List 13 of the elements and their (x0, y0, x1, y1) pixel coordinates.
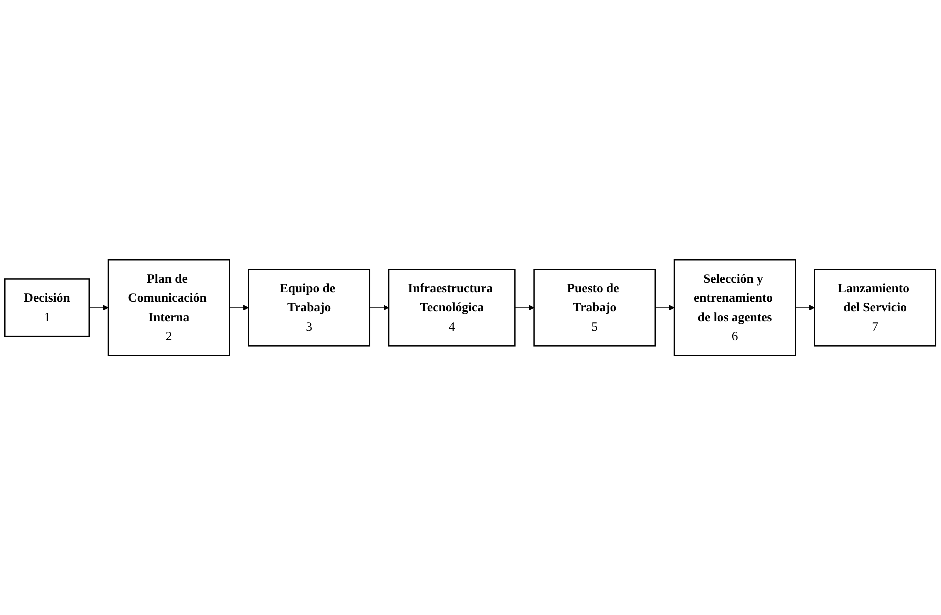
node-box: Puesto de Trabajo 5 (534, 268, 656, 346)
arrow (370, 304, 390, 310)
arrow (795, 304, 816, 310)
arrow (229, 304, 250, 310)
node-box: Infraestructura Tecnológica 4 (388, 268, 516, 346)
node-box: Lanzamiento del Servicio 7 (814, 268, 937, 346)
node-box: Decisión 1 (4, 278, 90, 337)
node-box: Equipo de Trabajo 3 (248, 268, 370, 346)
node-box: Selección y entrenamiento de los agentes 6 (674, 259, 796, 356)
arrow (89, 304, 109, 310)
arrow (514, 304, 535, 310)
arrow (655, 304, 675, 310)
node-box: Plan de Comunicación Interna 2 (108, 259, 230, 356)
